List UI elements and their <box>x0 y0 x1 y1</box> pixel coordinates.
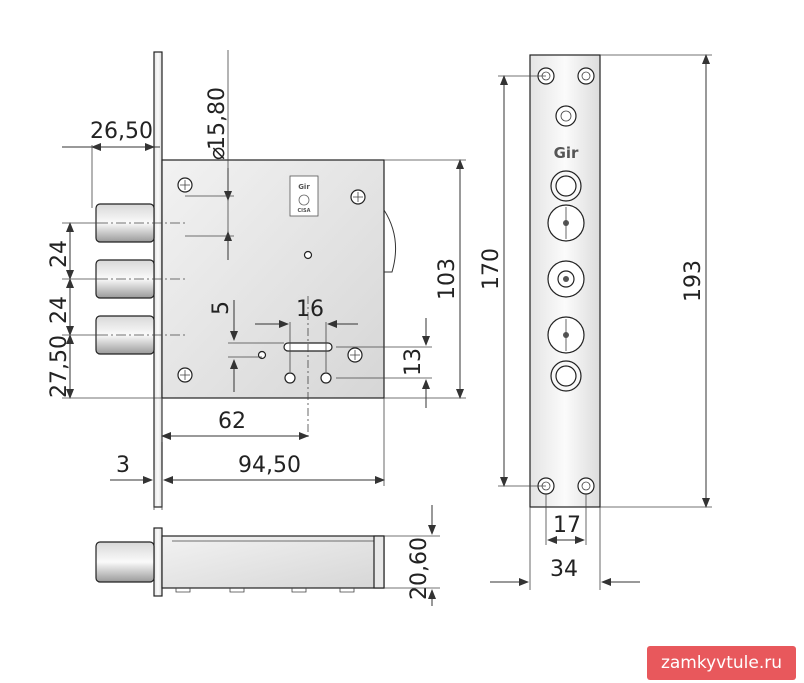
pin-hole <box>320 372 332 384</box>
lock-case <box>161 159 385 399</box>
dim-strike-height: 170 <box>479 248 504 290</box>
dim-body-thickness: 20,60 <box>407 537 432 600</box>
screw-icon <box>177 367 193 383</box>
dim-bolt-spacing-2: 24 <box>47 296 72 324</box>
pin-hole <box>284 372 296 384</box>
bottom-case <box>161 535 385 589</box>
dim-slot-height: 5 <box>209 301 234 315</box>
bolt-hole-2 <box>547 316 585 354</box>
cylinder-hole <box>547 260 585 298</box>
screw-icon <box>347 347 363 363</box>
latch-spring <box>383 209 397 273</box>
faceplate-front: Gir <box>529 54 601 508</box>
dim-bolt-spacing-1: 24 <box>47 240 72 268</box>
dim-keyhole-height: 13 <box>401 348 426 376</box>
dim-faceplate-height: 193 <box>681 260 706 302</box>
bolt-hole-1 <box>547 204 585 242</box>
pin-hole <box>257 350 267 360</box>
screw-icon <box>177 177 193 193</box>
cisa-label-text: CISA <box>297 208 310 214</box>
pin-hole <box>303 250 313 260</box>
latch-hole <box>555 105 577 127</box>
dim-cylinder-diameter: 15,80 <box>205 87 230 150</box>
brand-label-text: Gir <box>298 183 310 191</box>
dim-backset: 62 <box>218 409 246 434</box>
bottom-faceplate <box>153 527 163 597</box>
screw-icon <box>350 189 366 205</box>
screw-icon <box>577 67 595 85</box>
dim-faceplate-thickness: 3 <box>116 453 130 478</box>
bottom-dimensions: 20,60 <box>384 505 440 606</box>
dim-slot-width: 16 <box>296 297 324 322</box>
dim-faceplate-width: 34 <box>550 557 578 582</box>
watermark-badge: zamkyvtule.ru <box>646 646 796 680</box>
diameter-symbol: ⌀ <box>205 147 230 160</box>
screw-icon <box>577 477 595 495</box>
faceplate-dimensions: 170 193 17 34 <box>479 54 712 590</box>
dim-faceplate-inner-width: 17 <box>553 513 581 538</box>
bolt-hole-top <box>550 170 582 202</box>
brand-label-box <box>289 175 319 217</box>
faceplate-side <box>153 51 163 508</box>
front-dimensions: 26,50 15,80 ⌀ 24 24 27,50 5 16 13 <box>47 50 466 510</box>
bottom-bolt <box>95 541 155 583</box>
dim-bolt-to-bottom: 27,50 <box>47 335 72 398</box>
lock-front-view: Gir CISA <box>95 51 397 508</box>
dim-body-height: 103 <box>435 258 460 300</box>
dim-backset-offset: 26,50 <box>90 119 153 144</box>
brand-logo: Gir <box>554 144 579 162</box>
lock-bottom-view <box>95 527 385 597</box>
bolt-hole-bottom <box>550 360 582 392</box>
dim-body-depth: 94,50 <box>238 453 301 478</box>
cisa-mark-icon <box>298 194 310 206</box>
